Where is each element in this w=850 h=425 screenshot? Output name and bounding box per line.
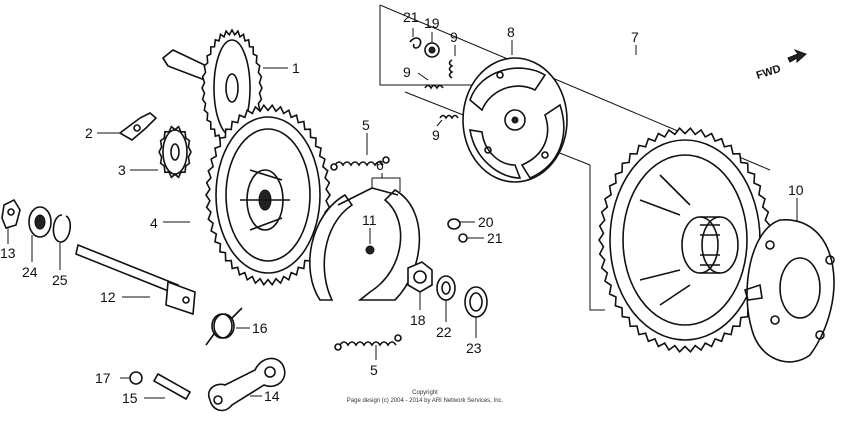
part-8-clutch-shoes <box>462 40 568 183</box>
callout-9-bottom: 9 <box>432 127 440 143</box>
callout-11: 11 <box>362 212 377 228</box>
callout-6: 6 <box>376 157 384 173</box>
part-22-washer <box>436 275 456 322</box>
part-12-shaft <box>75 243 196 316</box>
callout-4: 4 <box>150 215 158 231</box>
callout-23: 23 <box>466 340 482 356</box>
callout-25: 25 <box>52 272 68 288</box>
callout-labels: 1 2 3 4 5 5 6 7 8 9 9 9 10 11 12 13 14 1… <box>0 9 804 406</box>
part-17-washer <box>120 371 143 385</box>
part-9-springs <box>417 45 459 127</box>
callout-2: 2 <box>85 125 93 141</box>
callout-17: 17 <box>95 370 111 386</box>
part-25-circlip <box>52 214 72 270</box>
callout-9-top: 9 <box>450 29 458 45</box>
forward-arrow <box>787 48 807 64</box>
part-21-clip-lower <box>458 233 484 243</box>
part-21-clip-top <box>409 28 422 49</box>
callout-15: 15 <box>122 390 138 406</box>
copyright-line-2: Page design (c) 2004 - 2014 by ARI Netwo… <box>347 398 504 404</box>
part-2-bracket <box>97 112 158 141</box>
part-3-small-gear <box>130 125 192 179</box>
part-15-pin <box>144 372 192 401</box>
callout-18: 18 <box>410 312 426 328</box>
callout-8: 8 <box>507 24 515 40</box>
part-5-spring-upper <box>330 133 390 171</box>
part-11-pin <box>365 228 375 255</box>
part-20-washer <box>447 218 475 230</box>
callout-21-lower: 21 <box>487 230 503 246</box>
callout-1: 1 <box>292 60 300 76</box>
part-19-washer <box>424 32 440 58</box>
callout-13: 13 <box>0 245 16 261</box>
part-4-large-sprocket-drum <box>163 103 331 287</box>
part-24-bearing <box>28 206 52 262</box>
callout-9-left: 9 <box>403 64 411 80</box>
callout-21-top: 21 <box>403 9 419 25</box>
callout-19: 19 <box>424 15 440 31</box>
part-18-nut <box>407 261 433 310</box>
part-10-backing-plate <box>744 198 835 363</box>
callout-3: 3 <box>118 162 126 178</box>
part-7-clutch-drum <box>598 126 772 354</box>
callout-12: 12 <box>100 289 116 305</box>
callout-20: 20 <box>478 214 494 230</box>
callout-10: 10 <box>788 182 804 198</box>
part-6-brake-shoes <box>309 173 421 301</box>
copyright-line-1: Copyright <box>412 390 438 396</box>
callout-5-upper: 5 <box>362 117 370 133</box>
callout-22: 22 <box>436 324 452 340</box>
callout-5-lower: 5 <box>370 362 378 378</box>
part-5-spring-lower <box>334 334 402 360</box>
part-13-lock-plate <box>1 198 21 244</box>
callout-24: 24 <box>22 264 38 280</box>
callout-14: 14 <box>264 388 280 404</box>
fwd-label: FWD <box>755 63 783 82</box>
callout-7: 7 <box>631 29 639 45</box>
part-23-washer <box>464 286 488 338</box>
part-14-lever <box>207 357 286 412</box>
callout-16: 16 <box>252 320 268 336</box>
part-16-torsion-spring <box>205 307 250 346</box>
